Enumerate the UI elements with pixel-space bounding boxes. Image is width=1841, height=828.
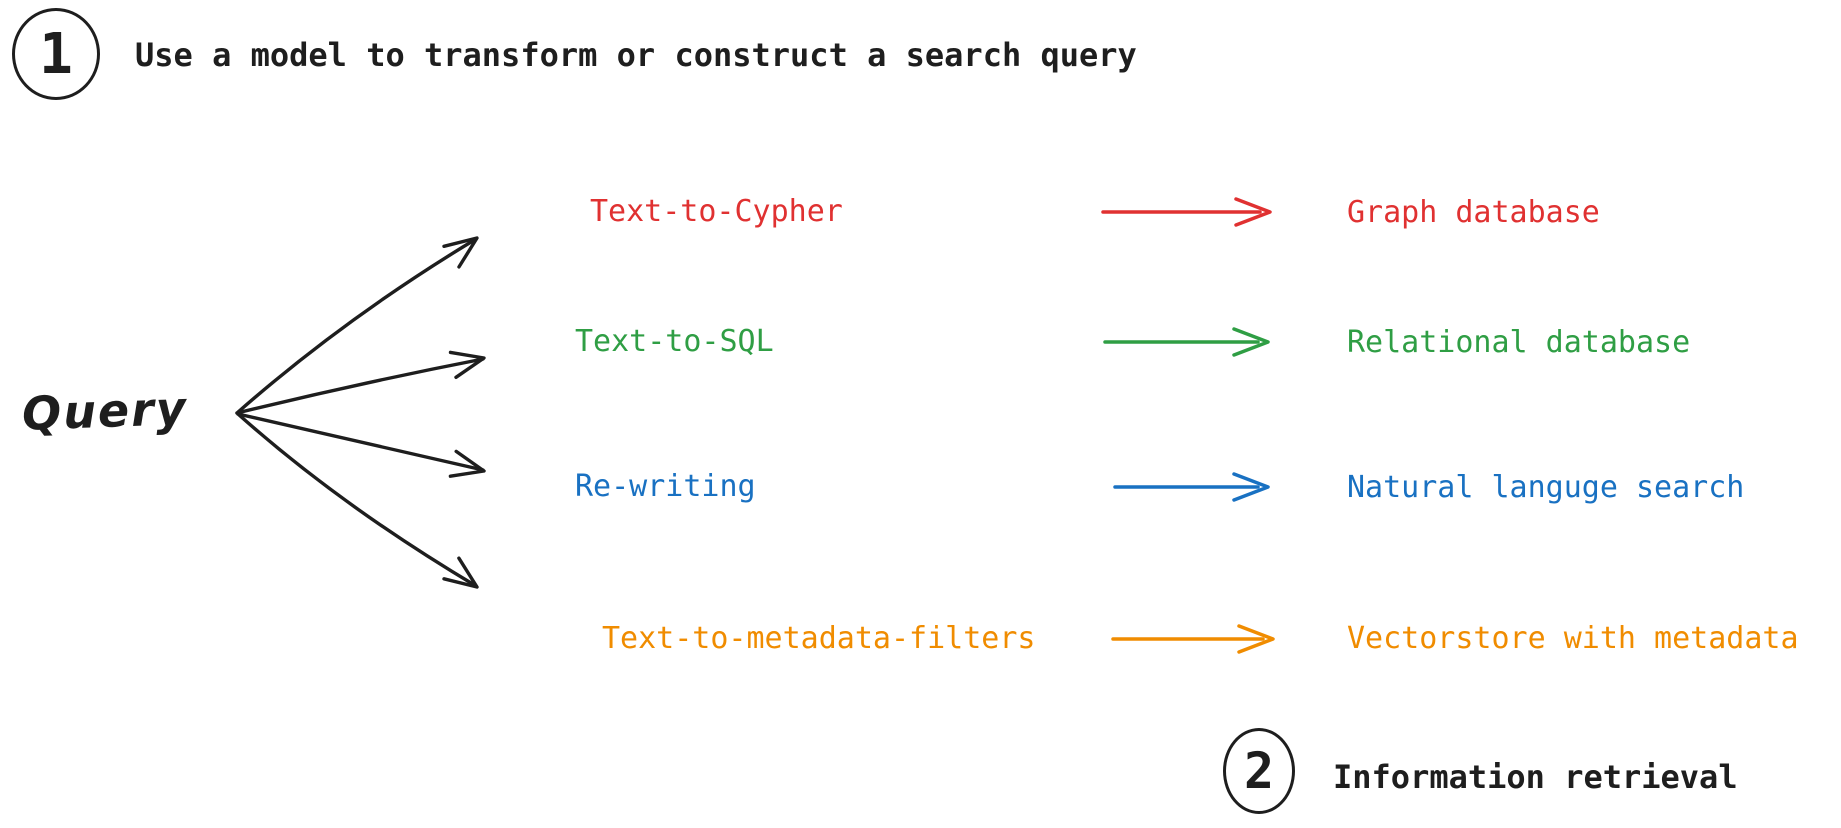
sql-to-relationaldb-arrowhead	[1232, 327, 1270, 357]
method-label-re-writing: Re-writing	[575, 468, 756, 504]
query-to-method-2-arrow	[235, 357, 485, 415]
query-to-method-4-arrow	[236, 412, 478, 588]
target-label-graph-database: Graph database	[1347, 194, 1600, 230]
query-to-method-2-arrowhead	[448, 350, 486, 379]
step-1-number: 1	[39, 21, 73, 87]
query-to-method-4-arrowhead	[442, 556, 479, 589]
step-2-badge: 2	[1223, 728, 1295, 814]
step-1-label: Use a model to transform or construct a …	[135, 36, 1137, 75]
method-label-text-to-sql: Text-to-SQL	[575, 323, 774, 359]
query-fan-arrows	[235, 236, 486, 589]
target-label-natural-language-search: Natural languge search	[1347, 469, 1745, 505]
cypher-to-graphdb-arrowhead	[1234, 197, 1272, 227]
step-2-number: 2	[1243, 742, 1275, 800]
query-to-method-3-arrowhead	[448, 449, 486, 478]
step-1-badge: 1	[12, 8, 100, 100]
target-label-relational-database: Relational database	[1347, 324, 1691, 360]
step-2-label: Information retrieval	[1333, 758, 1738, 797]
filters-to-vectorstore-arrowhead	[1237, 624, 1275, 654]
query-label: Query	[21, 381, 189, 441]
rewriting-to-search-arrowhead	[1232, 472, 1270, 502]
query-to-method-3-arrow	[236, 412, 485, 472]
query-to-method-1-arrowhead	[442, 236, 479, 269]
method-label-text-to-metadata-filters: Text-to-metadata-filters	[602, 620, 1036, 656]
method-target-arrows	[1101, 197, 1275, 654]
target-label-vectorstore-with-metadata: Vectorstore with metadata	[1347, 620, 1799, 656]
method-label-text-to-cypher: Text-to-Cypher	[590, 193, 843, 229]
query-to-method-1-arrow	[235, 237, 478, 415]
